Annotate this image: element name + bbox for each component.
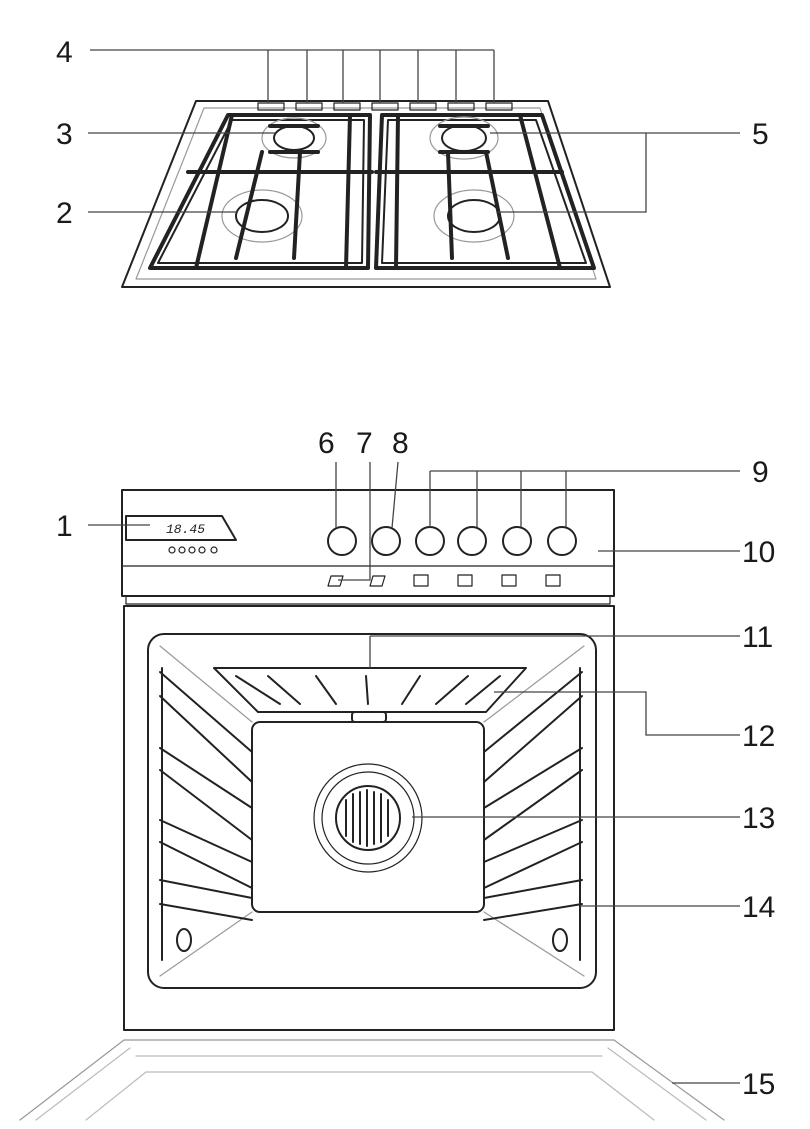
- hob-knob: [295, 102, 323, 111]
- knob-9b: [457, 526, 487, 556]
- callout-numbers: 4 3 2 5 1 6 7 8 9 10 11 12 13 14 15: [56, 36, 775, 1101]
- callout-10: 10: [742, 536, 775, 569]
- knob-symbols: [327, 574, 561, 587]
- callout-7: 7: [356, 427, 373, 460]
- knob-9d: [547, 526, 577, 556]
- programmer-buttons: [168, 546, 218, 554]
- oven-door: [19, 1039, 725, 1121]
- gas-hob: [121, 100, 611, 288]
- oven-lamp-left: [176, 928, 192, 952]
- grill-element: [213, 667, 527, 723]
- knob-9a: [415, 526, 445, 556]
- callout-3: 3: [56, 118, 73, 151]
- callout-5: 5: [752, 118, 769, 151]
- programmer-display: 18.45: [125, 515, 237, 554]
- knob-9c: [502, 526, 532, 556]
- knob-8: [371, 526, 401, 556]
- callout-8: 8: [392, 427, 409, 460]
- callout-13: 13: [742, 802, 775, 835]
- oven-lamp-right: [552, 928, 568, 952]
- shelf-runners-right: [483, 667, 583, 961]
- hob-knob: [447, 102, 475, 111]
- callout-4: 4: [56, 36, 73, 69]
- fan-cover: [313, 763, 423, 873]
- callout-9: 9: [752, 456, 769, 489]
- pan-support-right: [374, 113, 596, 270]
- leader-lines: [88, 49, 740, 1084]
- callout-12: 12: [742, 720, 775, 753]
- callout-1: 1: [56, 510, 73, 543]
- callout-11: 11: [742, 621, 773, 654]
- callout-2: 2: [56, 197, 73, 230]
- oven-cavity: [147, 633, 597, 989]
- hob-knob: [409, 102, 437, 111]
- oven: 18.45: [19, 489, 725, 1121]
- oven-body: [123, 605, 615, 1031]
- hob-knob: [485, 102, 513, 111]
- hob-knob: [333, 102, 361, 111]
- control-knobs: [327, 526, 577, 556]
- callout-6: 6: [318, 427, 335, 460]
- shelf-runners-left: [159, 667, 253, 961]
- burner-front-left: [221, 189, 303, 243]
- hob-knob: [371, 102, 399, 111]
- callout-14: 14: [742, 891, 775, 924]
- hob-knob: [257, 102, 285, 111]
- pan-support-left: [148, 113, 372, 270]
- hob-outer-plate: [121, 100, 611, 288]
- display-time: 18.45: [166, 522, 205, 537]
- hob-inner-plate: [135, 107, 597, 280]
- knob-6: [327, 526, 357, 556]
- hob-burner-knobs: [257, 102, 513, 111]
- callout-15: 15: [742, 1068, 775, 1101]
